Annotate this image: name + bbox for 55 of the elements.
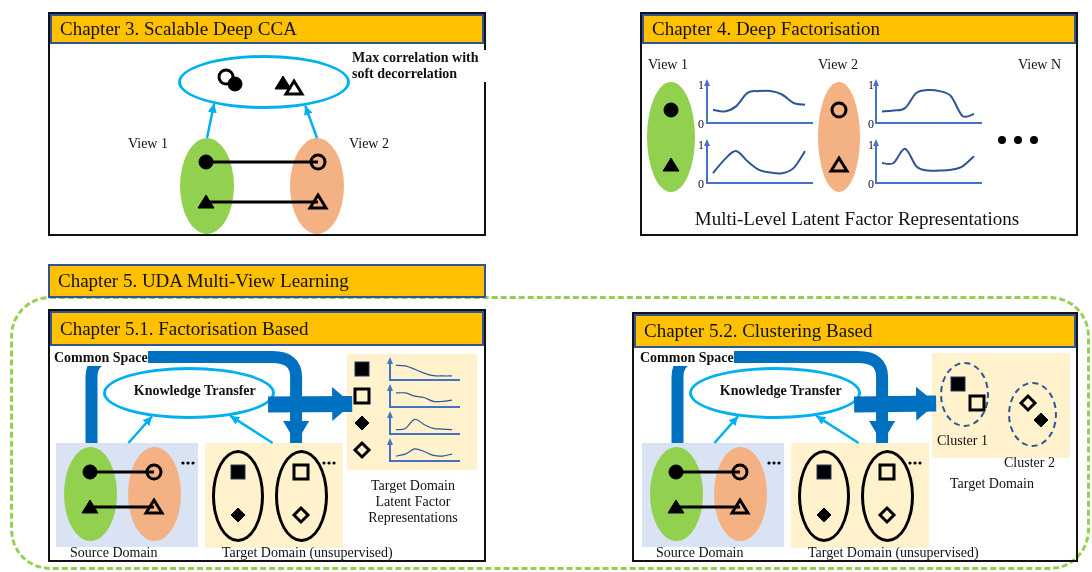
- tick-label: 0: [868, 116, 874, 132]
- chapter-header: Chapter 5.2. Clustering Based: [634, 314, 1076, 348]
- view-ellipse: [275, 450, 328, 542]
- node-label: View 1: [648, 57, 689, 73]
- domain-panel: [205, 443, 343, 548]
- view-ellipse: [798, 450, 850, 542]
- tick-label: 1: [868, 137, 874, 153]
- domain-panel: [932, 353, 1070, 458]
- tick-label: 1: [698, 137, 704, 153]
- arrow: [205, 103, 217, 139]
- thick-arrow: [85, 351, 310, 443]
- node-label: Target Domain (unsupervised): [808, 545, 980, 561]
- chapter-header: Chapter 3. Scalable Deep CCA: [50, 14, 484, 44]
- node-label: Common Space: [54, 350, 148, 366]
- arrow: [815, 414, 860, 445]
- node-label: Source Domain: [656, 545, 745, 561]
- domain-panel: [56, 443, 198, 547]
- arrow: [229, 414, 274, 445]
- chapter-header: Chapter 5. UDA Multi-View Learning: [48, 264, 486, 298]
- node-label: Common Space: [640, 350, 734, 366]
- node-label: View 2: [818, 57, 859, 73]
- chapter-header: Chapter 4. Deep Factorisation: [642, 14, 1076, 44]
- chapter-header: Chapter 5.1. Factorisation Based: [50, 311, 484, 346]
- node-label: View 1: [128, 136, 169, 152]
- edge-label: Knowledge Transfer: [719, 383, 842, 399]
- node-label: Cluster 1: [937, 433, 989, 449]
- domain-panel: [791, 443, 929, 548]
- chapter-panel: [632, 312, 1078, 562]
- view-ellipse: [861, 450, 914, 542]
- node-label: Target Domain (unsupervised): [222, 545, 394, 561]
- chapter-panel: [640, 12, 1078, 236]
- view-ellipse: [212, 450, 264, 542]
- arrow: [127, 415, 153, 444]
- tick-label: 0: [698, 116, 704, 132]
- domain-panel: [347, 354, 477, 470]
- view-label: View N: [1018, 57, 1062, 73]
- node-label: Multi-Level Latent Factor Representations: [693, 208, 1021, 230]
- thick-arrow: [671, 351, 896, 443]
- node-label: Target Domain Latent Factor Representations: [367, 478, 459, 526]
- node-label: Cluster 2: [1004, 455, 1056, 471]
- node-label: View 2: [349, 136, 390, 152]
- cluster-ellipse: [940, 362, 989, 427]
- tick-label: 1: [868, 77, 874, 93]
- tick-label: 0: [698, 176, 704, 192]
- node-label: Target Domain: [950, 476, 1035, 492]
- tick-label: 1: [698, 77, 704, 93]
- arrow: [713, 415, 739, 444]
- node-label: Source Domain: [70, 545, 159, 561]
- cluster-ellipse: [1008, 382, 1057, 447]
- domain-panel: [642, 443, 784, 547]
- tick-label: 0: [868, 176, 874, 192]
- edge-label: Knowledge Transfer: [133, 383, 256, 399]
- common-space-ellipse: [178, 55, 350, 109]
- chapter-panel: [48, 309, 486, 562]
- arrow: [304, 105, 319, 139]
